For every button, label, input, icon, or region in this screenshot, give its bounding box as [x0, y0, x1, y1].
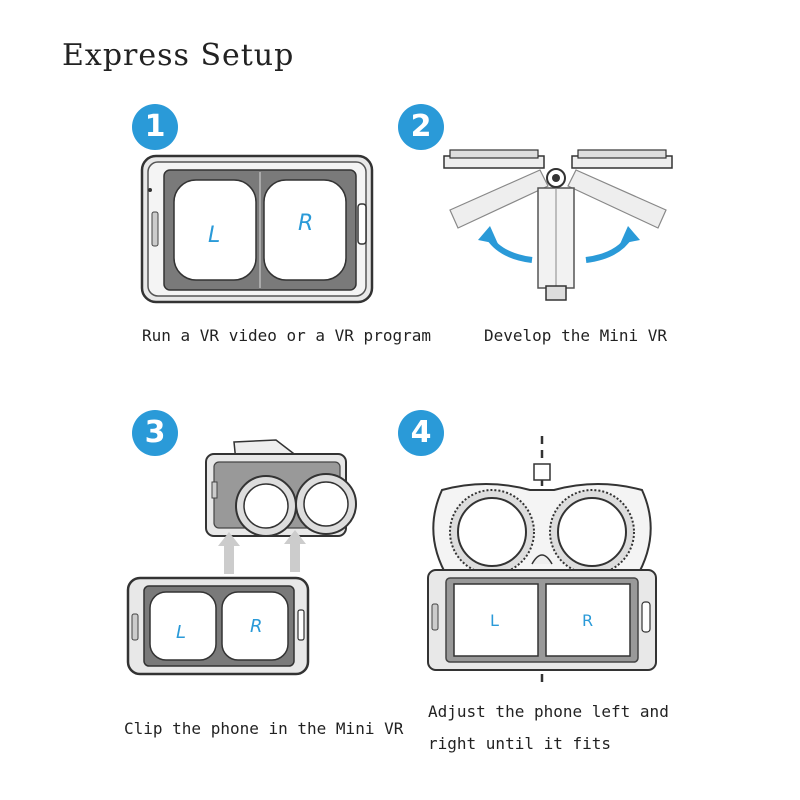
lens-right-label: R	[298, 211, 313, 236]
step-2-caption: Develop the Mini VR	[484, 326, 668, 345]
step-4-badge: 4	[398, 410, 444, 456]
step-2-badge: 2	[398, 104, 444, 150]
lens-left-label: L	[176, 622, 186, 643]
step-4-caption: Adjust the phone left and right until it…	[428, 696, 728, 760]
step-4-caption-line-2: right until it fits	[428, 734, 612, 753]
unfold-mini-vr-illustration	[443, 149, 673, 301]
step-1-badge: 1	[132, 104, 178, 150]
lens-left-label: L	[490, 611, 499, 630]
adjust-phone-illustration: L R	[427, 436, 657, 682]
phone-vr-split-illustration: L R	[140, 154, 374, 304]
step-1-caption: Run a VR video or a VR program	[142, 326, 431, 345]
lens-right-label: R	[250, 616, 263, 637]
lens-right-label: R	[582, 611, 593, 630]
step-4-caption-line-1: Adjust the phone left and	[428, 702, 669, 721]
step-3-badge: 3	[132, 410, 178, 456]
step-3-caption: Clip the phone in the Mini VR	[124, 719, 404, 738]
page-title: Express Setup	[62, 38, 295, 73]
lens-left-label: L	[208, 223, 220, 248]
clip-phone-illustration: L R	[126, 439, 357, 676]
